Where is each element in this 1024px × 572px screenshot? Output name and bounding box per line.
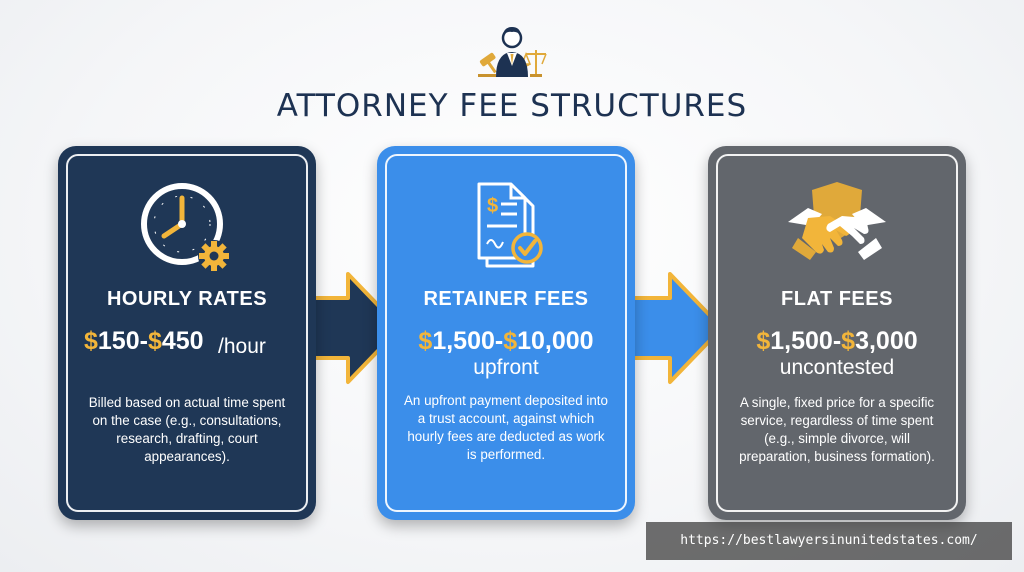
card-title: RETAINER FEES [423, 288, 589, 310]
card-unit: uncontested [779, 356, 895, 379]
document-checkmark-icon: $ [477, 182, 543, 268]
card-unit: upfront [473, 356, 539, 379]
attorney-scales-gavel-icon [478, 27, 547, 77]
card-unit: /hour [218, 335, 266, 358]
clock-gear-icon [141, 183, 230, 272]
card-title: HOURLY RATES [106, 288, 268, 310]
svg-text:$: $ [487, 195, 498, 217]
card-hourly-rates: HOURLY RATES $150-$450 /hour Billed base… [58, 146, 316, 520]
card-retainer-fees: $ RETAINER FEES $1,500-$10,000 upfront A… [377, 146, 635, 520]
card-description: Billed based on actual time spent on the… [88, 395, 286, 464]
page-title: ATTORNEY FEE STRUCTURES [276, 88, 748, 124]
card-title: FLAT FEES [781, 288, 893, 310]
card-flat-fees: FLAT FEES $1,500-$3,000 uncontested A si… [708, 146, 966, 520]
card-description: A single, fixed price for a specific ser… [739, 395, 935, 464]
handshake-shield-icon [788, 182, 886, 260]
card-description: An upfront payment deposited into a trus… [404, 393, 608, 462]
card-price: $150-$450 [84, 327, 204, 355]
card-price: $1,500-$3,000 [756, 327, 918, 355]
card-price: $1,500-$10,000 [418, 327, 594, 355]
watermark-url[interactable]: https://bestlawyersinunitedstates.com/ [646, 522, 1012, 560]
